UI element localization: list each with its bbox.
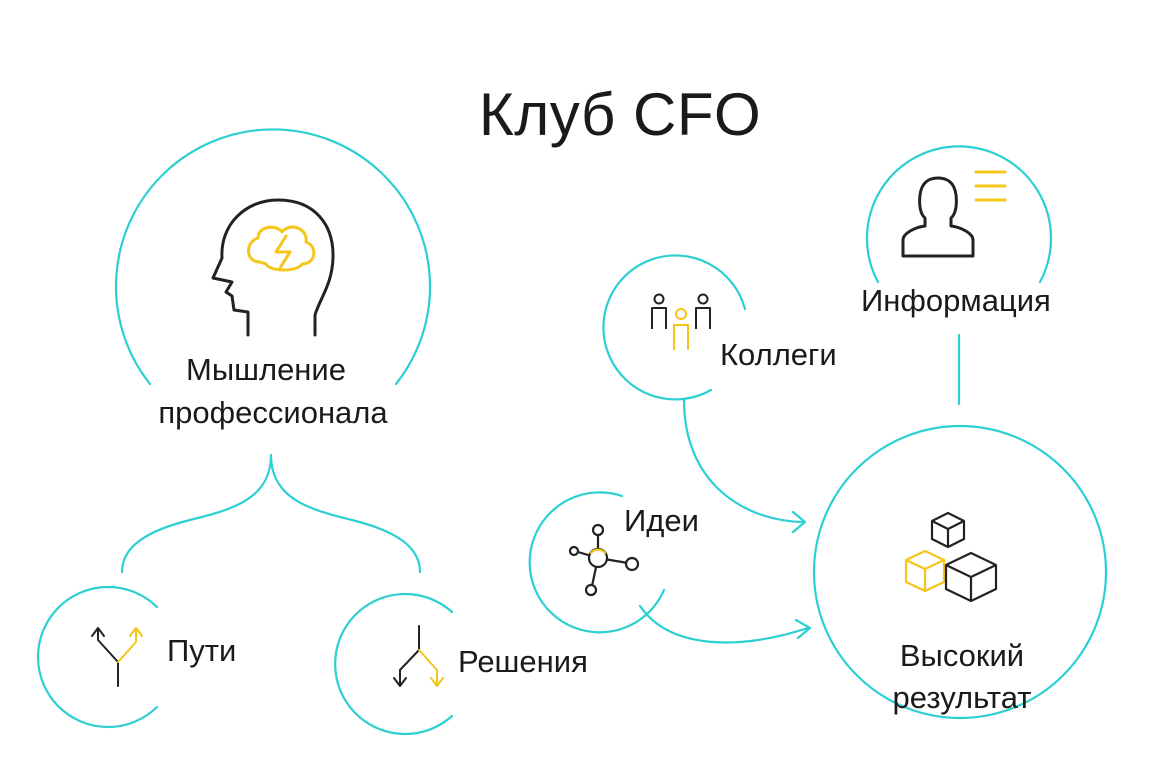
thinking-ring [114,128,432,386]
head-with-lightning-icon [211,198,335,337]
stacked-cubes-icon [904,511,998,603]
colleagues-arrowhead [791,510,807,534]
information-label: Информация [861,283,1051,318]
fork-paths-up-icon [91,627,143,687]
paths-label: Пути [167,633,237,668]
ideas-arrow [638,604,810,644]
person-profile-lines-icon [901,170,1007,258]
branch-connector-right [269,453,422,574]
solutions-ring [334,592,454,736]
result-label-line1: Высокий [899,638,1025,673]
network-nodes-icon [568,523,640,597]
colleagues-label: Коллеги [720,337,837,372]
thinking-label-line1: Мышление [186,352,346,387]
result-ring [812,424,1108,720]
branch-connector [120,453,273,574]
fork-paths-down-icon [393,625,444,687]
result-label-line2: результат [892,680,1032,715]
group-of-people-icon [651,293,711,350]
paths-ring [36,585,159,729]
ideas-label: Идеи [624,503,699,538]
colleagues-ring [602,254,747,401]
thinking-label-line2: профессионала [158,395,388,430]
solutions-label: Решения [458,644,588,679]
ideas-ring [528,491,666,634]
colleagues-arrow [682,398,804,524]
information-ring [865,145,1053,284]
ideas-arrowhead [794,618,812,640]
page-title: Клуб CFO [478,81,762,148]
